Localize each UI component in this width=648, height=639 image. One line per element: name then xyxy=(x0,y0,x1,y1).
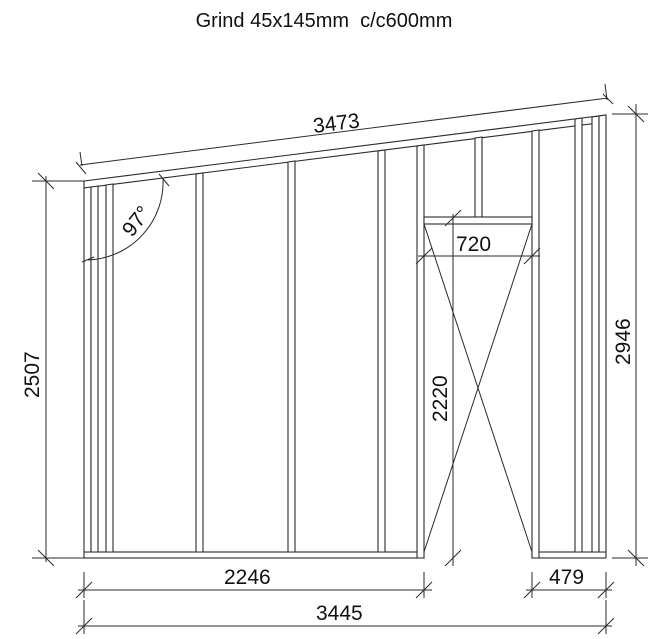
stud-5 xyxy=(287,160,296,553)
dim-left-height: 2507 xyxy=(21,172,84,567)
bottom-plate-left xyxy=(83,551,425,559)
drawing-title: Grind 45x145mm c/c600mm xyxy=(195,10,453,32)
door-opening-cross xyxy=(423,223,533,553)
door-header xyxy=(423,216,533,225)
stud-right-end xyxy=(598,114,607,553)
dim-top-length: 3473 xyxy=(75,83,614,175)
door-king-stud-right xyxy=(531,129,540,559)
stud-6 xyxy=(377,149,386,553)
stud-left-end-2 xyxy=(90,185,99,553)
bottom-plate-right xyxy=(531,551,607,559)
dim-bottom-left: 2246 xyxy=(75,566,433,599)
stud-right-2 xyxy=(591,115,600,553)
dim-right-height: 2946 xyxy=(612,104,648,567)
studs xyxy=(83,114,607,559)
angle-label: 97° xyxy=(118,202,156,241)
stud-left-3 xyxy=(105,183,114,553)
dim-door-width: 720 xyxy=(415,233,541,265)
dim-right-height-label: 2946 xyxy=(612,318,635,365)
cripple-stud xyxy=(474,136,483,218)
stud-4 xyxy=(195,172,204,553)
dim-top-length-label: 3473 xyxy=(312,109,361,138)
dim-door-height: 2220 xyxy=(429,209,462,567)
dim-bottom-right-label: 479 xyxy=(549,566,584,589)
door-king-stud-left xyxy=(416,144,425,559)
stud-right-1 xyxy=(574,117,583,553)
dim-door-width-label: 720 xyxy=(456,233,491,256)
dim-bottom-right: 479 xyxy=(523,566,615,599)
stud-left-end-1 xyxy=(83,186,92,553)
dim-bottom-left-label: 2246 xyxy=(224,566,271,589)
dim-total-width-label: 3445 xyxy=(316,602,363,625)
dim-left-height-label: 2507 xyxy=(21,351,44,398)
dim-door-height-label: 2220 xyxy=(429,375,452,422)
dim-total-width: 3445 xyxy=(75,600,615,635)
